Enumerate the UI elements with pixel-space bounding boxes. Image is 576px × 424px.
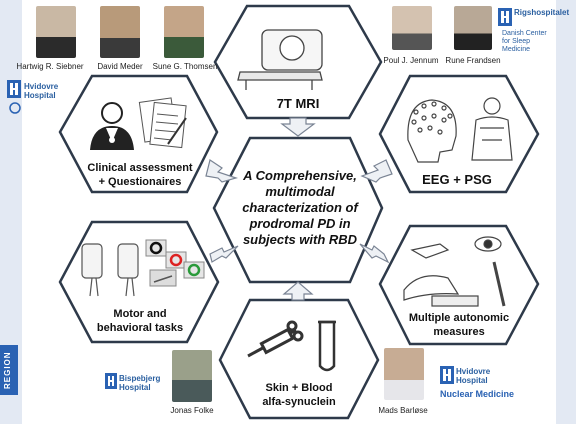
bispebjerg-logo-mark xyxy=(105,373,117,389)
hospital-logo-mark-top xyxy=(7,80,21,114)
rigshospitalet-label: Rigshospitalet xyxy=(514,8,570,17)
region-logo: REGION xyxy=(0,345,18,395)
hex-skin-title-line1: Skin + Blood xyxy=(265,382,333,394)
name-thomsen: Sune G. Thomsen xyxy=(152,62,218,71)
hex-skin xyxy=(218,298,380,420)
forms-icon xyxy=(138,97,187,149)
center-line5: subjects with RBD xyxy=(242,232,358,247)
hex-eeg-title: EEG + PSG xyxy=(422,172,492,187)
hex-skin-title-line2: alfa-synuclein xyxy=(262,396,336,408)
name-meder: David Meder xyxy=(97,62,143,71)
name-folke: Jonas Folke xyxy=(170,406,214,415)
center-line1: A Comprehensive, xyxy=(243,168,357,183)
hex-motor-title-line1: Motor and xyxy=(113,308,167,320)
portrait-frandsen xyxy=(454,6,492,50)
motor-figures-icon xyxy=(81,243,139,297)
hex-autonomic-title-line1: Multiple autonomic xyxy=(408,312,510,324)
bispebjerg-line2: Hospital xyxy=(119,383,151,392)
arrow-from-skin xyxy=(282,281,314,301)
portrait-siebner xyxy=(36,6,76,58)
arrow-from-autonomic xyxy=(359,243,390,264)
region-label: REGION xyxy=(3,351,12,389)
name-frandsen: Rune Frandsen xyxy=(445,56,501,65)
nuclear-medicine-label: Nuclear Medicine xyxy=(440,389,515,399)
portrait-thomsen xyxy=(164,6,204,58)
center-line2: multimodal xyxy=(265,184,335,199)
hex-center xyxy=(212,136,384,284)
hvidovre-top-line2: Hospital xyxy=(24,91,56,100)
name-jennum: Poul J. Jennum xyxy=(383,56,439,65)
right-side-band xyxy=(556,0,576,424)
danish-center-line1: Danish Center xyxy=(502,30,547,37)
hex-autonomic-title-line2: measures xyxy=(433,326,485,338)
hex-clinical-title-line2: + Questionaires xyxy=(98,176,182,188)
hex-autonomic xyxy=(378,224,540,346)
portrait-barlose xyxy=(384,348,424,400)
hex-clinical xyxy=(58,74,219,194)
psg-body-icon xyxy=(471,97,513,161)
arrow-from-eeg xyxy=(360,159,393,183)
doctor-icon xyxy=(90,102,134,150)
test-tube-icon xyxy=(318,320,336,372)
syringe-icon xyxy=(247,320,304,358)
danish-center-line3: Medicine xyxy=(502,46,531,53)
ring-stimuli-icon xyxy=(145,239,205,287)
autonomic-icons xyxy=(403,236,506,307)
hex-motor-title-line2: behavioral tasks xyxy=(96,322,184,334)
hvidovre-logo-mark-bottom xyxy=(440,366,454,384)
center-line4: prodromal PD in xyxy=(249,216,351,231)
hvidovre-top-line1: Hvidovre xyxy=(24,82,59,91)
hvidovre-bottom-line2: Hospital xyxy=(456,376,488,385)
arrow-from-motor xyxy=(209,245,239,263)
danish-center-line2: for Sleep xyxy=(502,38,531,45)
hvidovre-bottom-line1: Hvidovre xyxy=(456,367,491,376)
hex-mri-title: 7T MRI xyxy=(276,96,320,111)
portrait-meder xyxy=(100,6,140,58)
mri-scanner-icon xyxy=(237,29,323,90)
center-line3: characterization of xyxy=(242,200,358,215)
arrow-from-clinical xyxy=(205,159,239,183)
left-side-band xyxy=(0,0,22,424)
arrow-from-mri xyxy=(280,117,316,137)
name-barlose: Mads Barløse xyxy=(378,406,428,415)
rigshospitalet-logo-mark xyxy=(498,8,512,26)
name-siebner: Hartwig R. Siebner xyxy=(16,62,84,71)
bispebjerg-line1: Bispebjerg xyxy=(119,374,161,383)
eeg-head-icon xyxy=(407,99,457,163)
portrait-folke xyxy=(172,350,212,402)
portrait-jennum xyxy=(392,6,432,50)
hex-clinical-title-line1: Clinical assessment xyxy=(87,162,193,174)
